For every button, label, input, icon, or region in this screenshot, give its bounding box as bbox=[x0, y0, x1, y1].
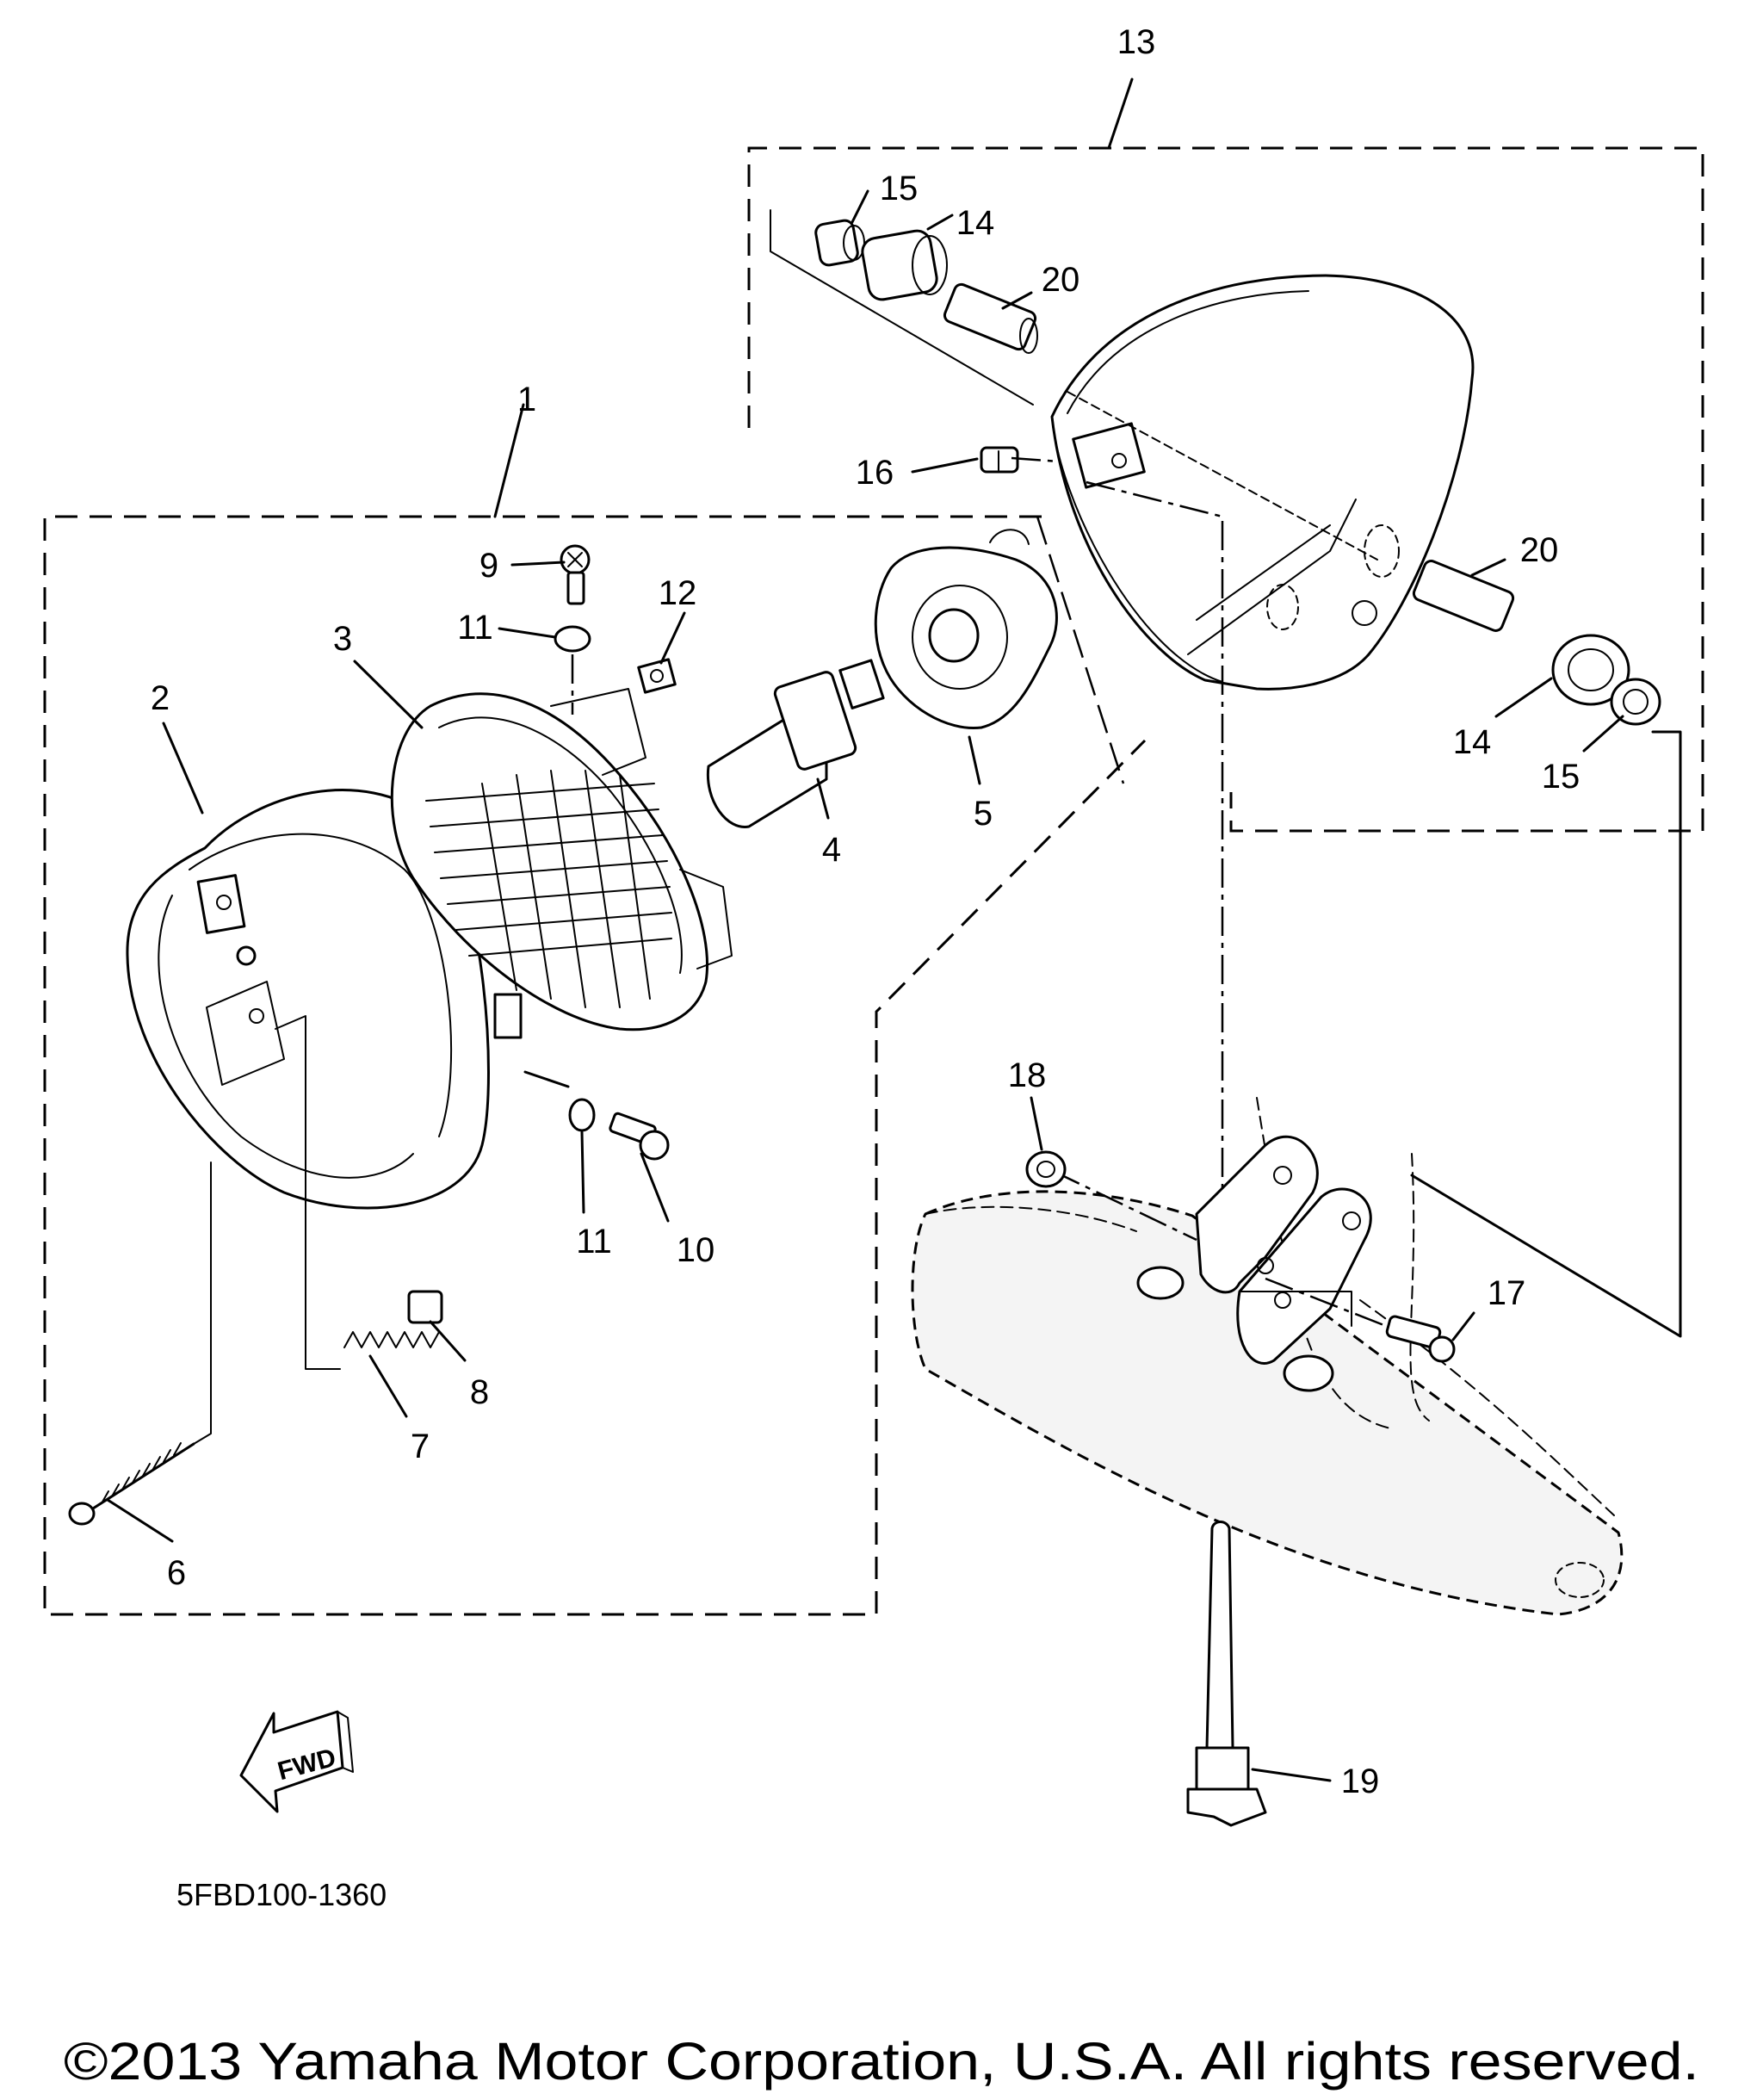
callout-9: 9 bbox=[479, 547, 498, 585]
headlight-rim bbox=[126, 789, 490, 1370]
callout-17: 17 bbox=[1488, 1274, 1526, 1312]
copyright-notice: ©2013 Yamaha Motor Corporation, U.S.A. A… bbox=[64, 2032, 1699, 2091]
callout-10: 10 bbox=[677, 1231, 715, 1269]
lens-grid bbox=[425, 770, 672, 1008]
callout-3: 3 bbox=[333, 620, 352, 658]
callout-13: 13 bbox=[1117, 23, 1156, 61]
callout-19: 19 bbox=[1341, 1762, 1380, 1800]
callout-16: 16 bbox=[856, 454, 894, 492]
hardware-left bbox=[68, 544, 677, 1526]
callout-7: 7 bbox=[411, 1428, 430, 1465]
callout-11-upper: 11 bbox=[457, 609, 493, 647]
callout-numbers: 13 1 2 3 4 5 6 7 8 9 10 11 11 12 14 14 1… bbox=[151, 23, 1580, 1800]
callout-12: 12 bbox=[659, 574, 697, 612]
callout-20-upper: 20 bbox=[1042, 261, 1080, 299]
callout-15-upper: 15 bbox=[880, 170, 919, 208]
callout-14-lower: 14 bbox=[1453, 723, 1492, 761]
leader-lines bbox=[106, 77, 1624, 1782]
housing-mount-parts bbox=[770, 209, 1682, 1338]
group-box-13 bbox=[747, 146, 1704, 833]
callout-14-upper: 14 bbox=[956, 204, 995, 242]
callout-2: 2 bbox=[151, 679, 170, 717]
cable-band-19 bbox=[1186, 1521, 1267, 1827]
headlight-stay-bracket bbox=[1052, 1135, 1387, 1392]
headlight-lens-unit bbox=[390, 688, 733, 1088]
callout-15-lower: 15 bbox=[1542, 758, 1581, 796]
fwd-arrow-icon: FWD bbox=[239, 1710, 354, 1813]
group-box-1 bbox=[43, 515, 1147, 1616]
callout-1: 1 bbox=[517, 381, 536, 418]
callout-8: 8 bbox=[470, 1373, 489, 1411]
callout-4: 4 bbox=[822, 831, 841, 869]
callout-20-lower: 20 bbox=[1520, 531, 1559, 569]
headlight-housing-shell bbox=[1050, 274, 1475, 691]
callout-18: 18 bbox=[1008, 1056, 1047, 1094]
nut-18 bbox=[1025, 1150, 1067, 1188]
callout-6: 6 bbox=[167, 1554, 186, 1592]
bulb-and-socket bbox=[706, 529, 1058, 828]
callout-11-lower: 11 bbox=[576, 1223, 612, 1261]
diagram-code: 5FBD100-1360 bbox=[176, 1877, 387, 1912]
callout-5: 5 bbox=[974, 795, 993, 833]
bolt-17 bbox=[1385, 1315, 1456, 1363]
